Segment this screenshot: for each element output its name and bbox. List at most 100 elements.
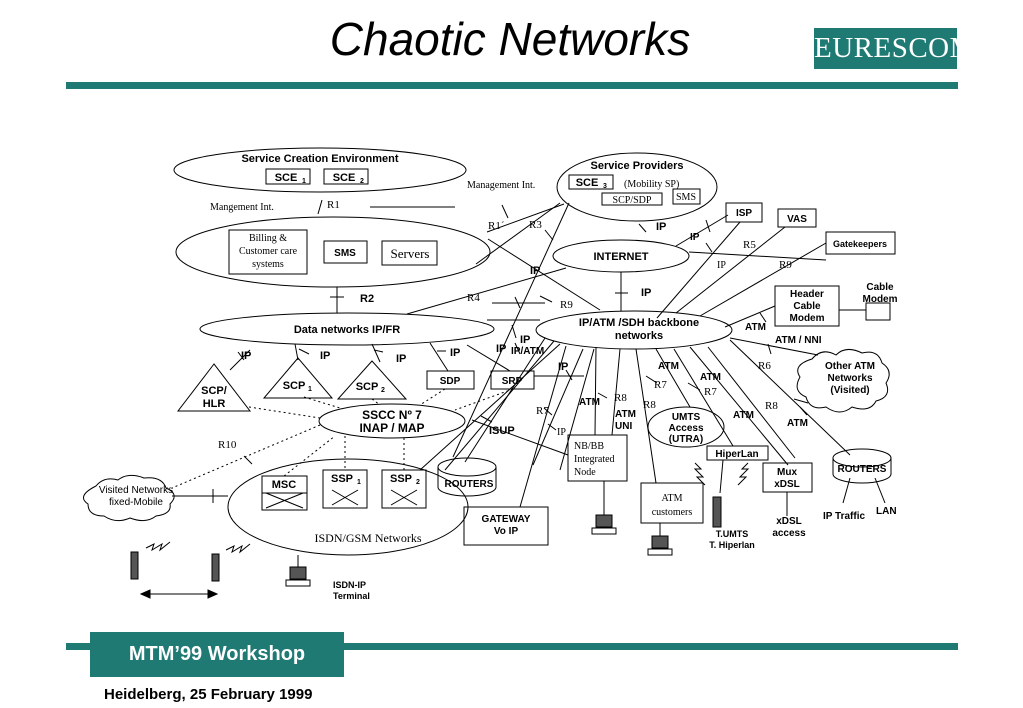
internet-label: INTERNET <box>594 251 649 263</box>
xdsl-access-line2: access <box>772 528 806 539</box>
tumts-line1: T.UMTS <box>716 529 749 539</box>
nbbb-line1: NB/BB <box>574 441 604 452</box>
isp-box <box>725 202 763 223</box>
isp-label: ISP <box>736 208 752 219</box>
other-atm-cloud <box>796 349 890 413</box>
ip-label-5: IP <box>641 287 651 299</box>
isdn-ip-line1: ISDN-IP <box>333 580 366 590</box>
r7-label-2: R7 <box>704 386 717 398</box>
top-divider <box>66 82 958 89</box>
sce2-sub: 2 <box>360 178 364 185</box>
data-networks-label: Data networks IP/FR <box>294 324 400 336</box>
r10-label: R10 <box>218 439 237 451</box>
sce2-label: SCE <box>333 172 356 184</box>
service-providers-ellipse <box>556 152 718 222</box>
billing-box <box>228 229 308 275</box>
service-providers-title: Service Providers <box>591 160 684 172</box>
umts-line1: UMTS <box>672 412 701 423</box>
data-networks-ellipse <box>199 312 495 346</box>
page-title: Chaotic Networks <box>329 13 691 65</box>
ip-label-10: IP <box>496 343 506 355</box>
ssp1-sub: 1 <box>357 479 361 486</box>
r2-label: R2 <box>360 293 374 305</box>
r9-label-1: R9 <box>779 259 792 271</box>
billing-line3: systems <box>252 259 284 270</box>
billing-sms: SMS <box>334 248 356 259</box>
routers-isdn-label: ROUTERS <box>445 479 494 490</box>
lan-label: LAN <box>876 506 897 517</box>
billing-line1: Billing & <box>249 233 287 244</box>
sscc-line1: SSCC Nº 7 <box>362 408 422 422</box>
atm-customers-box <box>640 482 704 524</box>
r9-label-2: R9 <box>560 299 573 311</box>
atm-label-3: ATM <box>700 372 721 383</box>
mangement-int-label: Mangement Int. <box>210 202 274 213</box>
ssp1-label: SSP <box>331 473 353 485</box>
visited-line2: fixed-Mobile <box>109 497 163 508</box>
service-creation-title: Service Creation Environment <box>241 153 398 165</box>
atm-customers-line1: ATM <box>661 493 682 504</box>
header-cable-line2: Cable <box>793 301 821 312</box>
sscc-line2: INAP / MAP <box>359 421 424 435</box>
footer-date: Heidelberg, 25 February 1999 <box>104 686 313 703</box>
scp-sdp-box <box>601 192 663 206</box>
service-creation-ellipse <box>173 147 467 193</box>
servers-box <box>381 240 438 266</box>
tumts-line2: T. Hiperlan <box>709 540 755 550</box>
atm-customers-line2: customers <box>652 507 693 518</box>
sdp-label: SDP <box>440 376 461 387</box>
r7-label-1: R7 <box>654 379 667 391</box>
atm-label-4: ATM <box>579 397 600 408</box>
r6-label: R6 <box>758 360 771 372</box>
nbbb-line3: Node <box>574 467 596 478</box>
sce1-sub: 1 <box>302 178 306 185</box>
scp2-label: SCP <box>356 381 379 393</box>
r8-label-1: R8 <box>614 392 627 404</box>
backbone-ellipse <box>535 310 733 350</box>
billing-ellipse <box>175 216 491 288</box>
srp-label: SRP <box>502 376 523 387</box>
r5-label: R5 <box>743 239 756 251</box>
sce3-box <box>568 174 614 190</box>
ip-label-8: IP <box>396 353 406 365</box>
hiperlan-label: HiperLan <box>715 449 758 460</box>
servers-label: Servers <box>391 246 430 261</box>
other-atm-line1: Other ATM <box>825 361 875 372</box>
gateway-box <box>463 506 549 546</box>
r8-label-3: R8 <box>765 400 778 412</box>
scp2-sub: 2 <box>381 387 385 394</box>
ip-label-1: IP <box>656 221 666 233</box>
sscc-ellipse <box>318 403 466 439</box>
vas-label: VAS <box>787 214 807 225</box>
atm-uni-line1: ATM <box>615 409 636 420</box>
atm-label-6: ATM <box>787 418 808 429</box>
gateway-line2: Vo IP <box>494 526 519 537</box>
header-cable-line1: Header <box>790 289 824 300</box>
ip-atm-label: IP/ATM <box>511 346 544 357</box>
vas-box <box>777 208 817 228</box>
sce3-sub: 3 <box>603 183 607 190</box>
umts-line2: Access <box>668 423 703 434</box>
nbbb-line2: Integrated <box>574 454 615 465</box>
workshop-banner: MTM’99 Workshop <box>90 632 344 677</box>
scp2-triangle <box>336 360 408 400</box>
sce3-label: SCE <box>576 177 599 189</box>
scp-hlr-line1: SCP/ <box>201 385 227 397</box>
ssp1-box <box>322 469 368 509</box>
sp-sms-box <box>672 188 701 205</box>
mobility-sp: (Mobility SP) <box>624 179 679 190</box>
ip-label-4: IP <box>530 265 540 277</box>
backbone-line1: IP/ATM /SDH backbone <box>579 317 699 329</box>
ip-label-6: IP <box>241 350 251 362</box>
isdn-ip-line2: Terminal <box>333 591 370 601</box>
visited-line1: Visited Networks <box>99 485 173 496</box>
atm-uni-line2: UNI <box>615 421 632 432</box>
cable-modem-box <box>865 302 891 321</box>
r1p-label: R1´ <box>488 220 505 232</box>
r7-label-3: R7 <box>536 405 549 417</box>
management-int-label: Management Int. <box>467 180 535 191</box>
scp1-sub: 1 <box>308 386 312 393</box>
ip-label-9: IP <box>450 347 460 359</box>
sce2-box <box>323 168 369 185</box>
